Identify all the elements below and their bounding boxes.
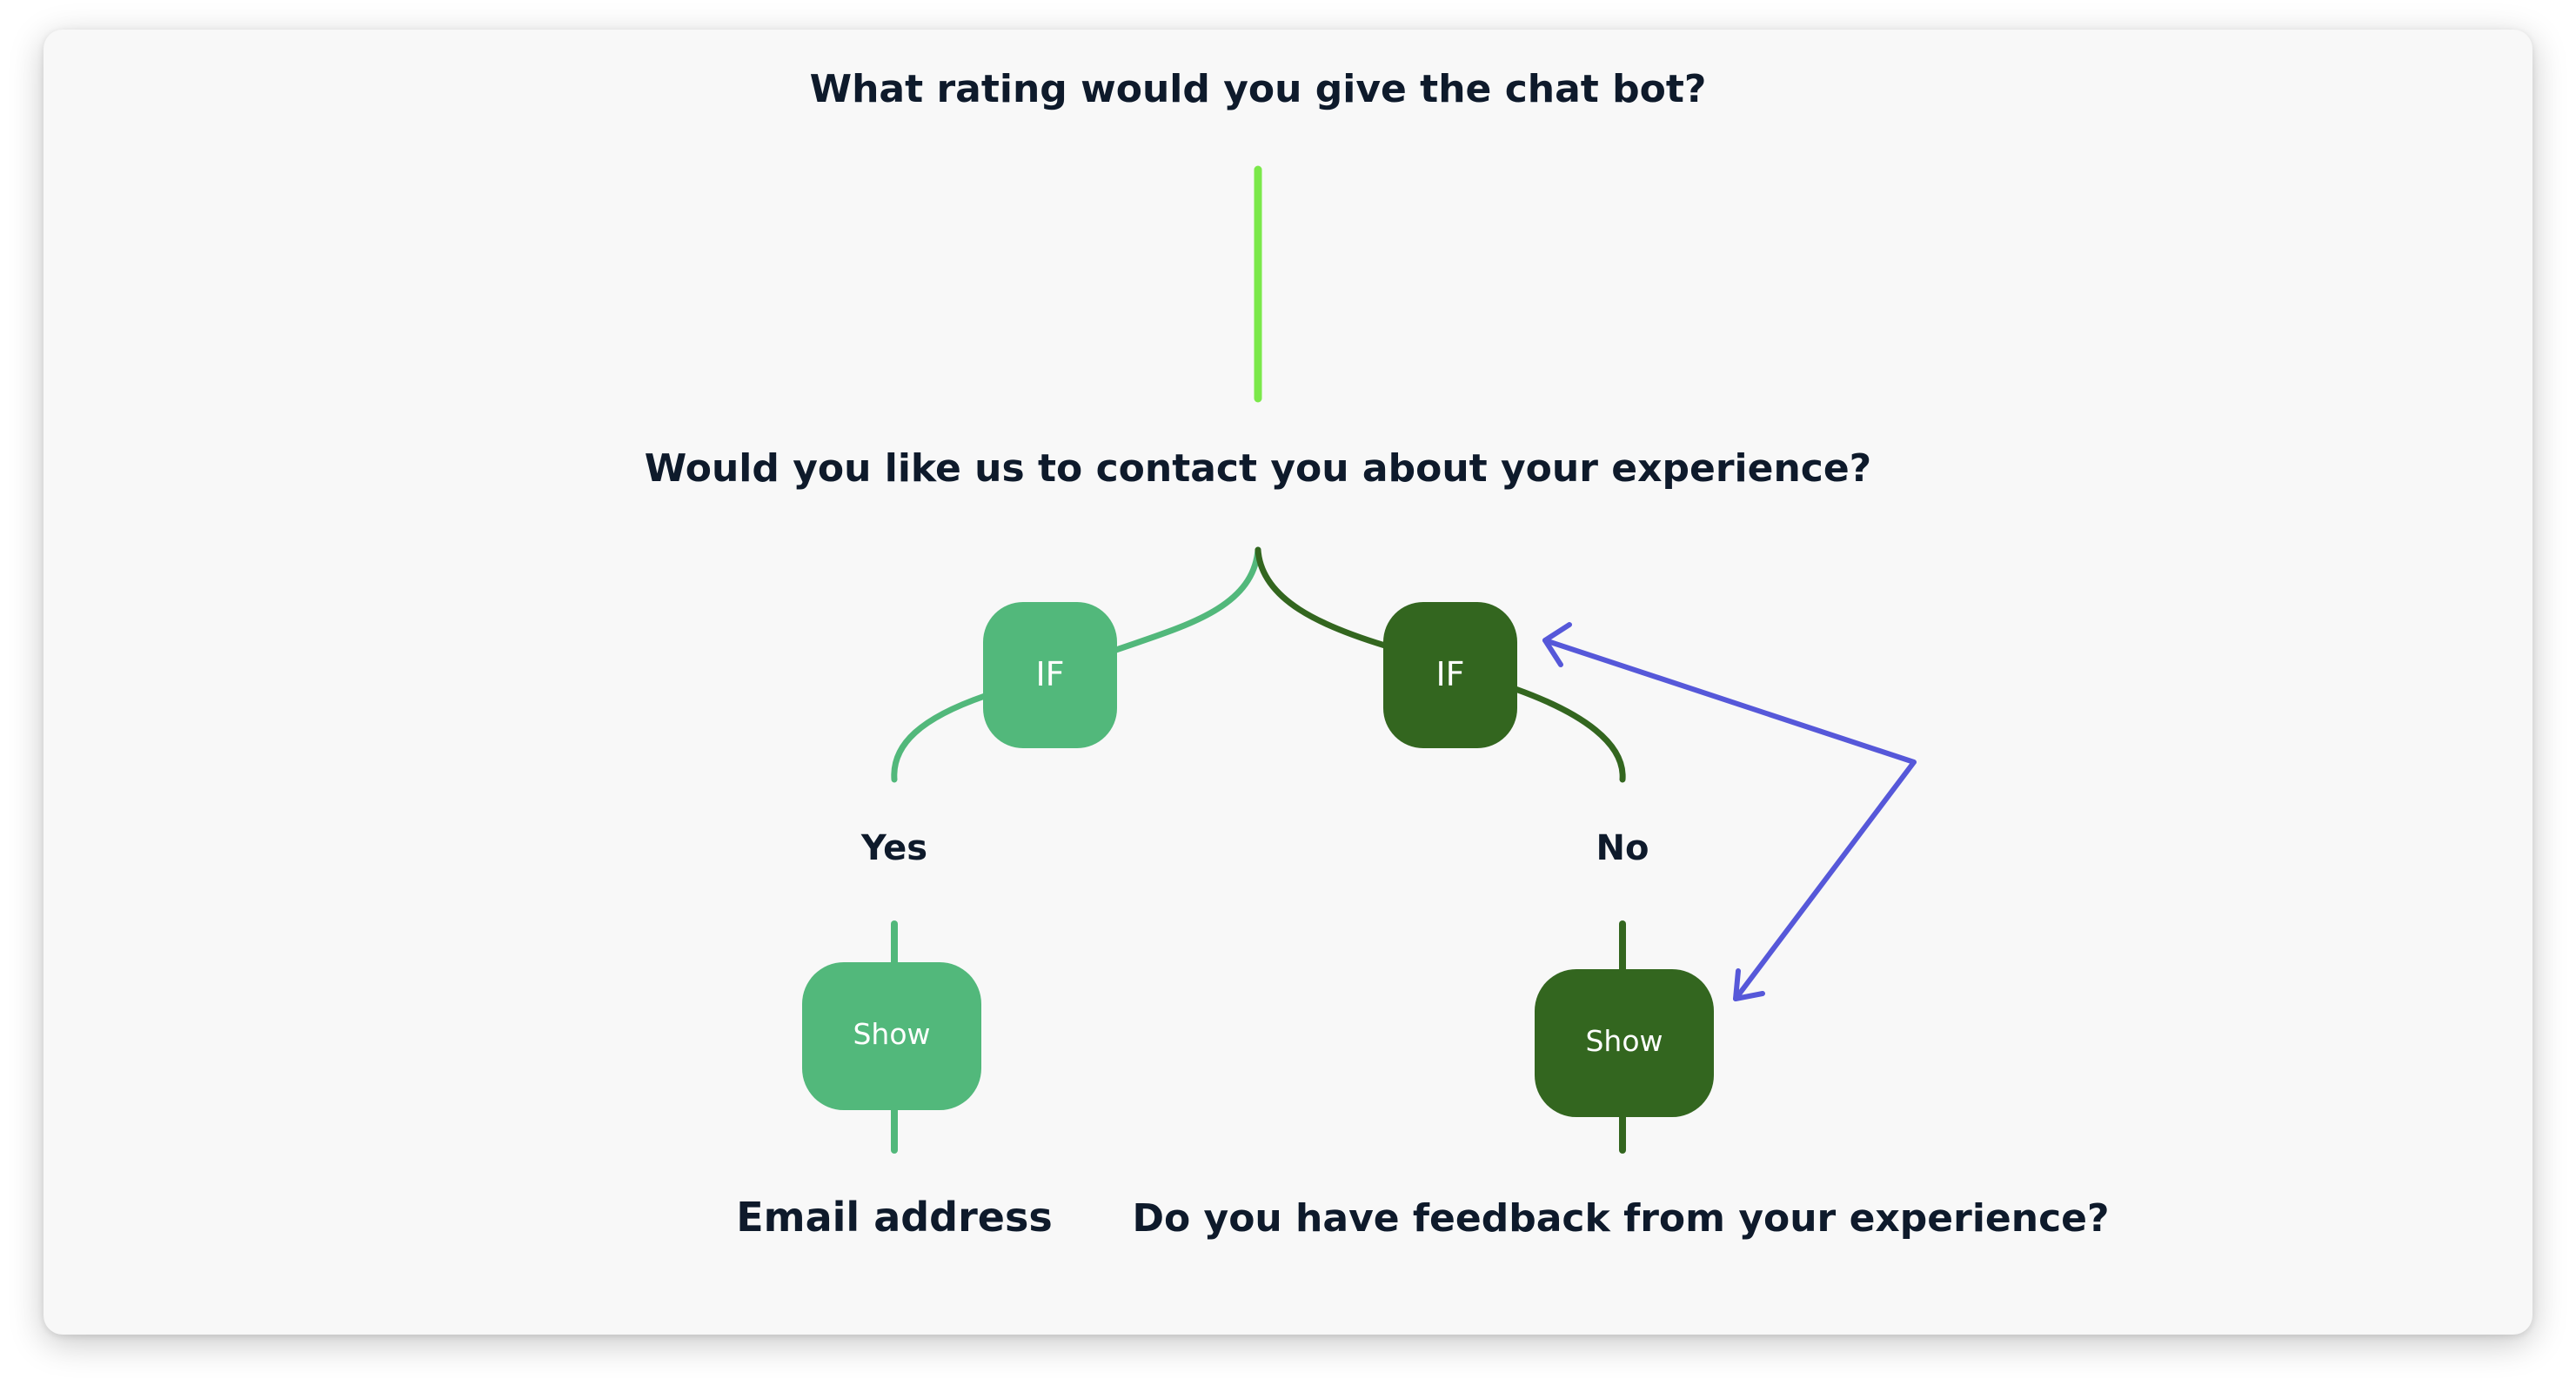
if-node-no: IF xyxy=(1383,602,1517,748)
question-email: Email address xyxy=(736,1194,1053,1241)
if-node-yes: IF xyxy=(983,602,1117,748)
question-rating: What rating would you give the chat bot? xyxy=(810,67,1707,111)
arrowhead-bottom xyxy=(1733,968,1765,1001)
no-branch-lower-curve xyxy=(1512,686,1626,783)
show-node-yes-label: Show xyxy=(853,1017,930,1051)
loop-arrow xyxy=(1542,622,1917,1001)
if-node-yes-label: IF xyxy=(1035,655,1064,693)
answer-yes: Yes xyxy=(860,828,927,868)
question-contact: Would you like us to contact you about y… xyxy=(645,446,1871,491)
diagram-card xyxy=(43,30,2533,1335)
arrowhead-top xyxy=(1542,622,1572,667)
show-node-yes: Show xyxy=(802,962,981,1110)
yes-branch-lower-curve xyxy=(891,693,988,783)
question-feedback: Do you have feedback from your experienc… xyxy=(1132,1196,2109,1241)
yes-branch-upper-curve xyxy=(1110,546,1261,654)
show-node-no: Show xyxy=(1535,969,1714,1117)
show-node-no-label: Show xyxy=(1585,1024,1663,1058)
if-node-no-label: IF xyxy=(1435,655,1464,693)
no-branch-upper-curve xyxy=(1255,546,1388,649)
answer-no: No xyxy=(1596,828,1649,868)
